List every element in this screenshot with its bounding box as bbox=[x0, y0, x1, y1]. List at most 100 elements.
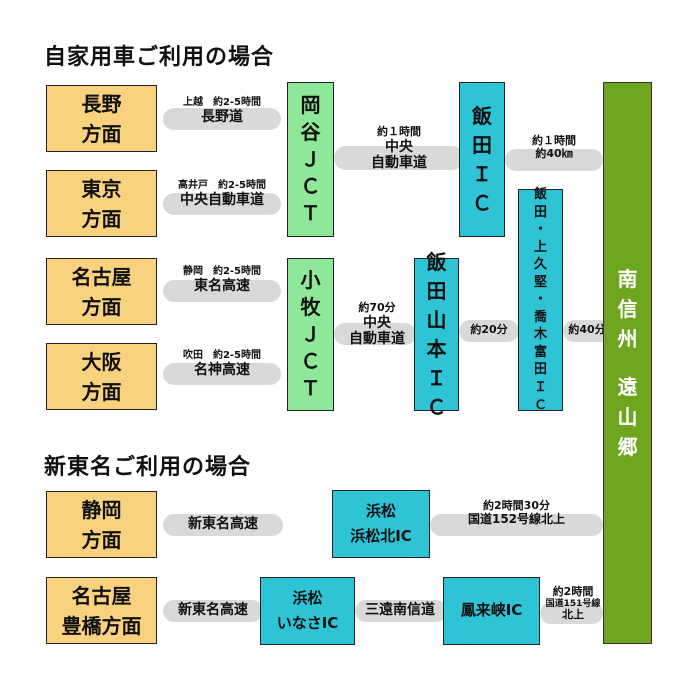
leg-time: 約2時間30分 bbox=[483, 499, 550, 512]
section-heading-shin-tomei: 新東名ご利用の場合 bbox=[44, 455, 252, 480]
vertical-char: Ｃ bbox=[472, 190, 492, 215]
vertical-char: 田 bbox=[533, 204, 547, 220]
leg-time: 約70分 bbox=[358, 301, 396, 314]
origin-nagoya-toyohashi: 名古屋 豊橋方面 bbox=[46, 577, 157, 644]
origin-label-line2: 方面 bbox=[81, 294, 122, 319]
vertical-char: 上 bbox=[533, 239, 547, 255]
origin-label-line1: 長野 bbox=[81, 91, 122, 116]
leg-road: 国道151号線 bbox=[545, 598, 601, 609]
leg-road-line2: 自動車道 bbox=[349, 330, 405, 347]
route-road-name: 長野道 bbox=[201, 108, 243, 125]
road-pill-hamamatsu-kita-dest bbox=[430, 514, 603, 536]
route-road-name: 名神高速 bbox=[194, 361, 250, 378]
road-pill-kamikuji-dest bbox=[563, 320, 611, 342]
leg-road-line1: 中央 bbox=[385, 138, 413, 155]
road-pill-iida-dest bbox=[505, 149, 603, 171]
origin-label-line1: 静岡 bbox=[81, 497, 122, 522]
kamikuji-dest-label: 約40分 bbox=[568, 323, 606, 336]
destination-bar: 南信州遠山郷 bbox=[603, 82, 652, 644]
road-pill-nagoya-toyohashi bbox=[163, 600, 263, 622]
route-entry-time: 吹田 約2-5時間 bbox=[182, 350, 262, 361]
ic-label-line1: 浜松 bbox=[292, 588, 323, 607]
vertical-char: 飯 bbox=[472, 103, 492, 128]
route-entry-time: 静岡 約2-5時間 bbox=[182, 266, 262, 277]
route-osaka-label: 吹田 約2-5時間 名神高速 bbox=[163, 350, 281, 378]
vertical-char: 郷 bbox=[617, 435, 638, 459]
vertical-char: 堅 bbox=[533, 274, 547, 290]
ic-label-line1: 浜松 bbox=[365, 501, 396, 520]
vertical-char: 山 bbox=[617, 405, 638, 429]
road-pill-okaya-iida bbox=[334, 146, 464, 170]
yamamoto-kamikuji-label: 約20分 bbox=[470, 323, 508, 336]
leg-road-line2: 自動車道 bbox=[371, 154, 427, 171]
komaki-yamamoto-label: 約70分 中央 自動車道 bbox=[336, 301, 418, 347]
vertical-char: Ｔ bbox=[300, 201, 321, 225]
vertical-char: 本 bbox=[426, 336, 447, 361]
road-pill-nagoya bbox=[163, 280, 281, 302]
vertical-char: Ｉ bbox=[472, 161, 492, 186]
vertical-char: 牧 bbox=[300, 295, 321, 319]
ic-label: 鳳来峡IC bbox=[460, 601, 523, 620]
vertical-char: Ｊ bbox=[300, 322, 321, 346]
origin-label-line2: 方面 bbox=[81, 206, 122, 231]
section-heading-car: 自家用車ご利用の場合 bbox=[44, 45, 275, 70]
vertical-char: 田 bbox=[426, 278, 447, 303]
vertical-char: 田 bbox=[533, 362, 547, 378]
route-nagoya-label: 静岡 約2-5時間 東名高速 bbox=[163, 266, 281, 294]
vertical-char: Ｉ bbox=[426, 365, 447, 390]
leg-road: 国道152号線北上 bbox=[467, 511, 566, 526]
route-road-name: 中央自動車道 bbox=[180, 191, 264, 208]
sanen-label: 三遠南信道 bbox=[365, 602, 435, 618]
origin-tokyo: 東京 方面 bbox=[46, 170, 157, 237]
vertical-char: Ｃ bbox=[300, 174, 321, 198]
route-tokyo-label: 高井戸 約2-5時間 中央自動車道 bbox=[163, 180, 281, 208]
route-nagano-label: 上越 約2-5時間 長野道 bbox=[163, 97, 281, 125]
vertical-char: Ｉ bbox=[533, 379, 547, 395]
vertical-char: Ｃ bbox=[300, 349, 321, 373]
leg-time: 約2時間 bbox=[552, 585, 594, 598]
road-pill-komaki-yamamoto bbox=[334, 323, 416, 345]
vertical-char: 喬 bbox=[533, 309, 547, 325]
horaikyo-dest-label: 約2時間 国道151号線 北上 bbox=[540, 585, 606, 622]
hamamatsu-kita-dest-label: 約2時間30分 国道152号線北上 bbox=[430, 499, 603, 526]
ic-hamamatsu-inasa: 浜松 いなさIC bbox=[260, 577, 355, 645]
ic-horaikyo: 鳳来峡IC bbox=[443, 577, 540, 645]
vertical-char: 小 bbox=[300, 268, 321, 292]
ic-label-line2: いなさIC bbox=[276, 614, 339, 632]
vertical-char: Ｃ bbox=[426, 394, 447, 419]
iida-dest-label: 約１時間 約40㎞ bbox=[505, 134, 603, 160]
leg-road-line1: 中央 bbox=[363, 314, 391, 331]
road-pill-sanen bbox=[355, 600, 447, 622]
route-entry-time: 高井戸 約2-5時間 bbox=[177, 180, 267, 191]
route-road-name: 東名高速 bbox=[194, 277, 250, 294]
vertical-char: Ｃ bbox=[533, 397, 547, 413]
vertical-char: 南 bbox=[617, 267, 638, 291]
origin-shizuoka: 静岡 方面 bbox=[46, 491, 157, 558]
vertical-char: 飯 bbox=[533, 186, 547, 202]
vertical-char: 谷 bbox=[300, 120, 321, 144]
road-pill-horaikyo-dest bbox=[540, 602, 603, 624]
origin-label-line1: 東京 bbox=[81, 176, 122, 201]
leg-time: 約１時間 bbox=[532, 134, 576, 147]
vertical-char: Ｊ bbox=[300, 147, 321, 171]
origin-label-line1: 名古屋 bbox=[71, 583, 132, 608]
origin-label-line2: 方面 bbox=[81, 527, 122, 552]
road-pill-yamamoto-kamikuji bbox=[459, 320, 519, 342]
origin-label-line2: 方面 bbox=[81, 121, 122, 146]
leg-time: 約１時間 bbox=[377, 125, 421, 138]
vertical-char: 久 bbox=[533, 257, 547, 273]
origin-nagano: 長野 方面 bbox=[46, 85, 157, 152]
vertical-char: 遠 bbox=[617, 375, 638, 399]
origin-label-line1: 大阪 bbox=[81, 349, 122, 374]
vertical-char: 岡 bbox=[300, 93, 321, 117]
road-pill-shizuoka bbox=[163, 514, 283, 536]
road-pill-osaka bbox=[163, 363, 281, 385]
vertical-char: ・ bbox=[533, 292, 547, 308]
